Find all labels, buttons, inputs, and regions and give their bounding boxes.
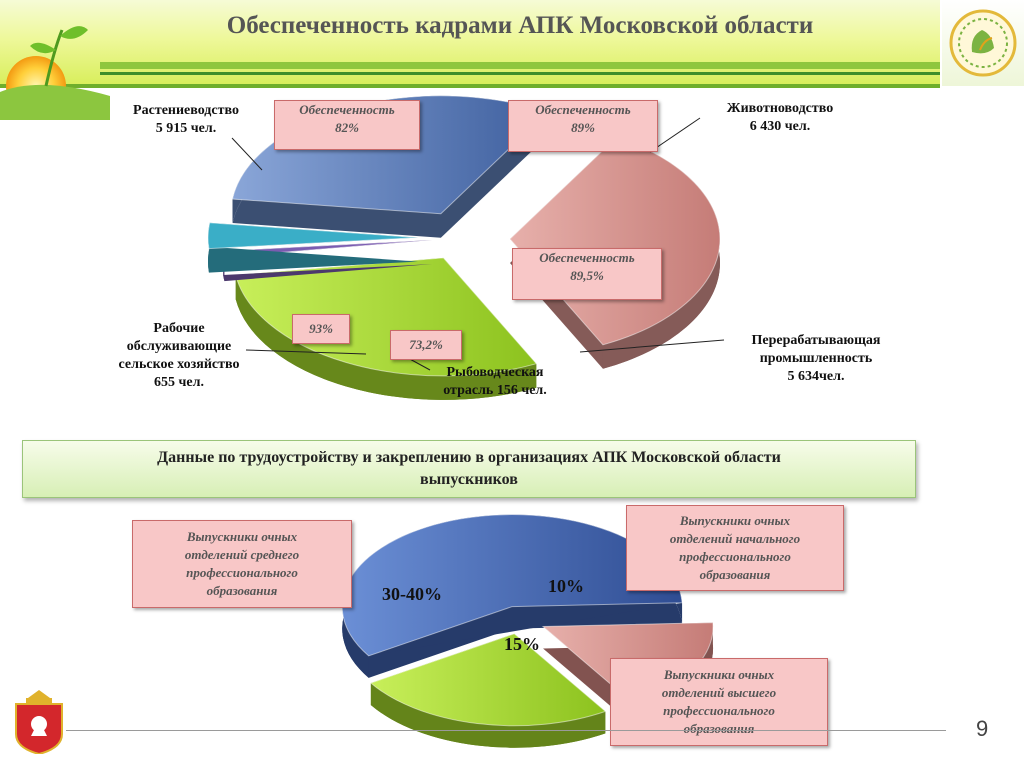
footer-divider: [66, 730, 946, 731]
callout-crop-production: Обеспеченность 82%: [274, 100, 420, 150]
label-processing: Перерабатывающая промышленность 5 634чел…: [751, 333, 881, 384]
moscow-region-emblem-icon: [15, 690, 63, 754]
page-title: Обеспеченность кадрами АПК Московской об…: [226, 12, 814, 39]
sunrise-sprout-icon: [0, 26, 110, 120]
callout-primary-vocational: Выпускники очных отделений начального пр…: [626, 505, 844, 591]
page-number: 9: [976, 716, 989, 741]
slice-4-top: [207, 222, 419, 250]
slice-4-base: [208, 246, 419, 273]
label-crop-production: Растениеводство 5 915 чел.: [133, 103, 239, 136]
staffing-pie-chart: [207, 95, 721, 400]
leader-line-1: [649, 117, 701, 153]
agro-logo-icon: [949, 9, 1017, 77]
callout-livestock: Обеспеченность 89%: [508, 100, 658, 152]
callout-secondary-vocational: Выпускники очных отделений среднего проф…: [132, 520, 352, 608]
leader-lines: [231, 117, 725, 371]
data-label-higher: 15%: [504, 634, 540, 654]
header-stripe: [0, 84, 940, 88]
callout-fish-farming: 73,2%: [390, 330, 462, 360]
label-livestock: Животноводство 6 430 чел.: [726, 101, 834, 134]
slice-3-base: [223, 264, 433, 282]
data-label-secondary: 30-40%: [382, 584, 442, 604]
graduates-section-title: Данные по трудоустройству и закреплению …: [22, 440, 916, 498]
graduates-pie-chart: [341, 514, 714, 748]
grad-slice-2-top: [369, 633, 607, 727]
header-banner: [0, 0, 940, 88]
callout-higher-education: Выпускники очных отделений высшего профе…: [610, 658, 828, 746]
leader-line-2: [579, 339, 725, 353]
leader-line-0: [231, 137, 263, 171]
logo-panel: [942, 0, 1024, 86]
data-label-primary: 10%: [548, 576, 584, 596]
leader-line-4: [407, 357, 431, 371]
header-stripe: [100, 62, 940, 69]
label-service-workers: Рабочие обслуживающие сельское хозяйство…: [118, 321, 240, 390]
label-fish-farming: Рыбоводческая отрасль 156 чел.: [443, 365, 547, 398]
callout-processing: Обеспеченность 89,5%: [512, 248, 662, 300]
header-stripe: [100, 72, 940, 75]
leader-line-3: [245, 349, 367, 355]
callout-service-workers: 93%: [292, 314, 350, 344]
grad-slice-0: [341, 514, 683, 678]
grad-slice-2: [369, 633, 607, 748]
slice-4: [207, 222, 419, 273]
